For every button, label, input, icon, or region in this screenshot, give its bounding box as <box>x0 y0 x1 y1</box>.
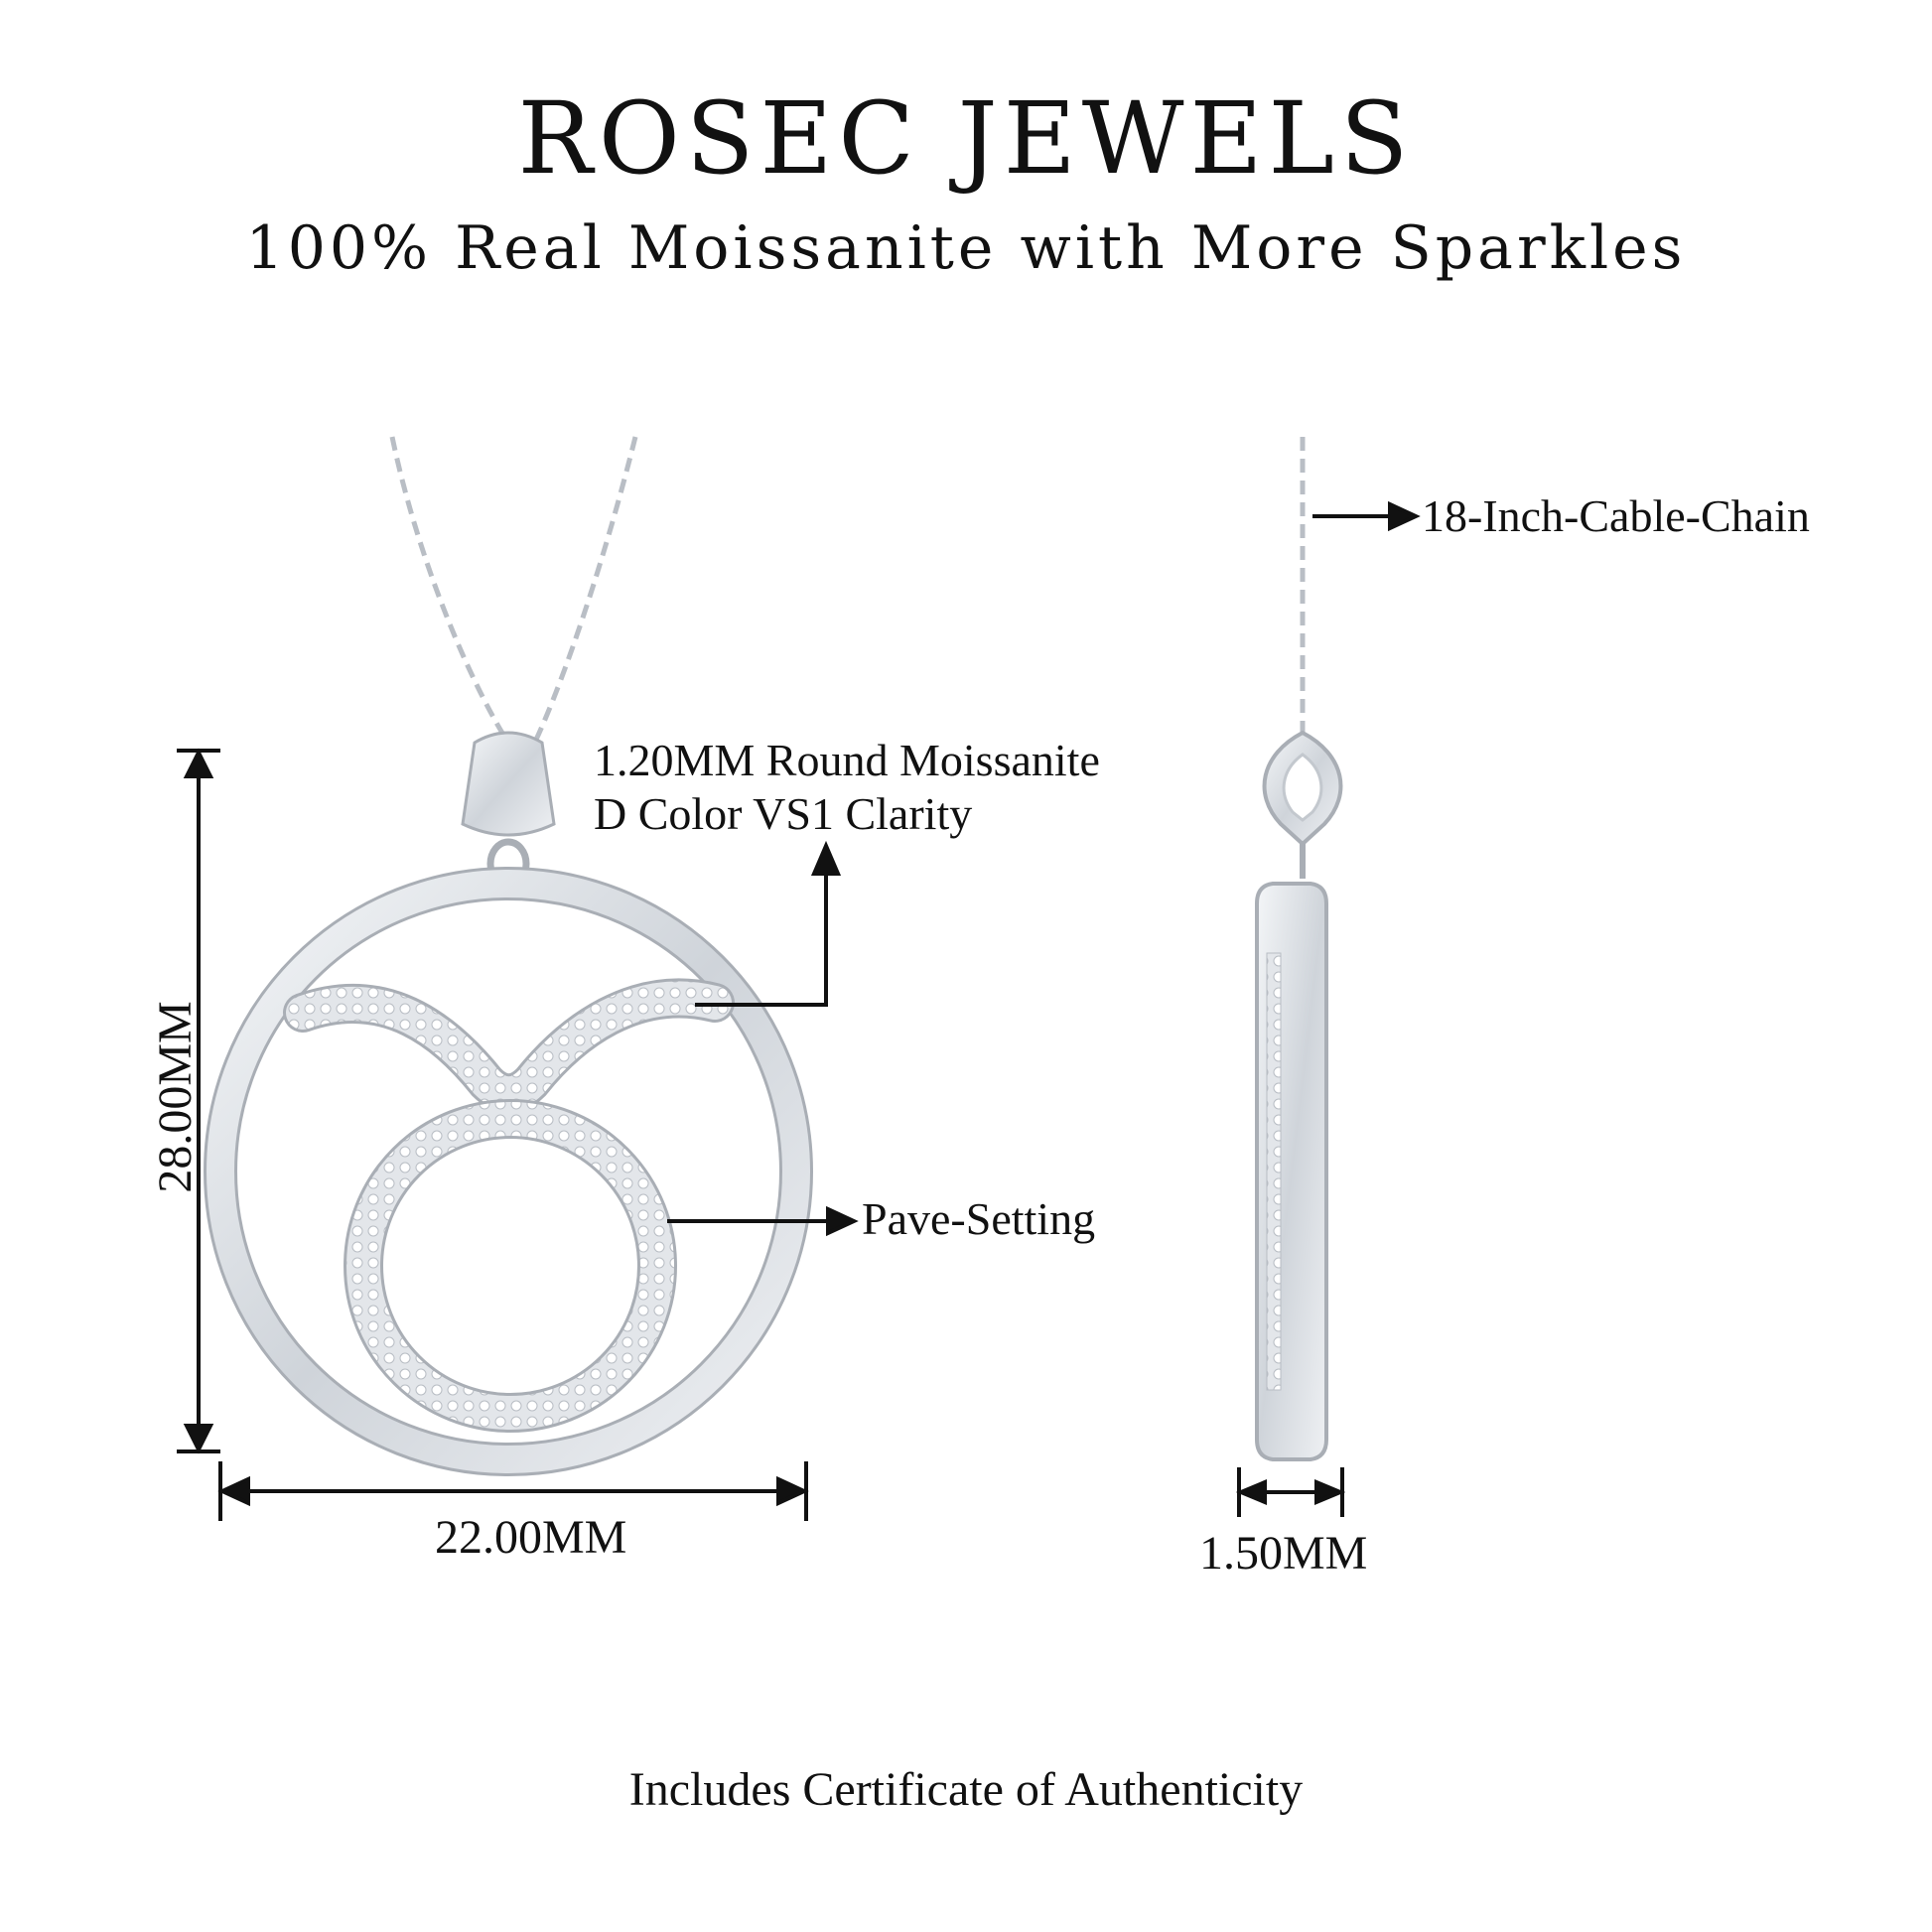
brand-title: ROSEC JEWELS <box>517 80 1415 197</box>
thickness-dimension <box>1235 1467 1346 1517</box>
width-label: 22.00MM <box>435 1511 627 1564</box>
chain-label: 18-Inch-Cable-Chain <box>1422 490 1810 541</box>
setting-label: Pave-Setting <box>862 1193 1096 1244</box>
stone-spec-line2: D Color VS1 Clarity <box>594 788 973 839</box>
front-bail <box>461 731 556 890</box>
taurus-symbol <box>283 978 735 1433</box>
height-label: 28.00MM <box>149 1001 202 1193</box>
thickness-label: 1.50MM <box>1199 1527 1368 1580</box>
stone-spec-line1: 1.20MM Round Moissanite <box>594 735 1100 785</box>
tagline: 100% Real Moissanite with More Sparkles <box>245 213 1687 283</box>
front-chain <box>389 436 638 742</box>
height-dimension <box>177 748 220 1454</box>
chain-callout-leader <box>1312 500 1421 532</box>
front-outer-ring <box>204 867 813 1476</box>
side-pendant-profile <box>1255 882 1328 1461</box>
stone-callout-leader <box>695 840 842 1007</box>
width-dimension <box>217 1461 809 1521</box>
setting-callout-leader <box>667 1205 859 1237</box>
footer-note: Includes Certificate of Authenticity <box>628 1763 1304 1816</box>
side-bail <box>1262 730 1343 879</box>
